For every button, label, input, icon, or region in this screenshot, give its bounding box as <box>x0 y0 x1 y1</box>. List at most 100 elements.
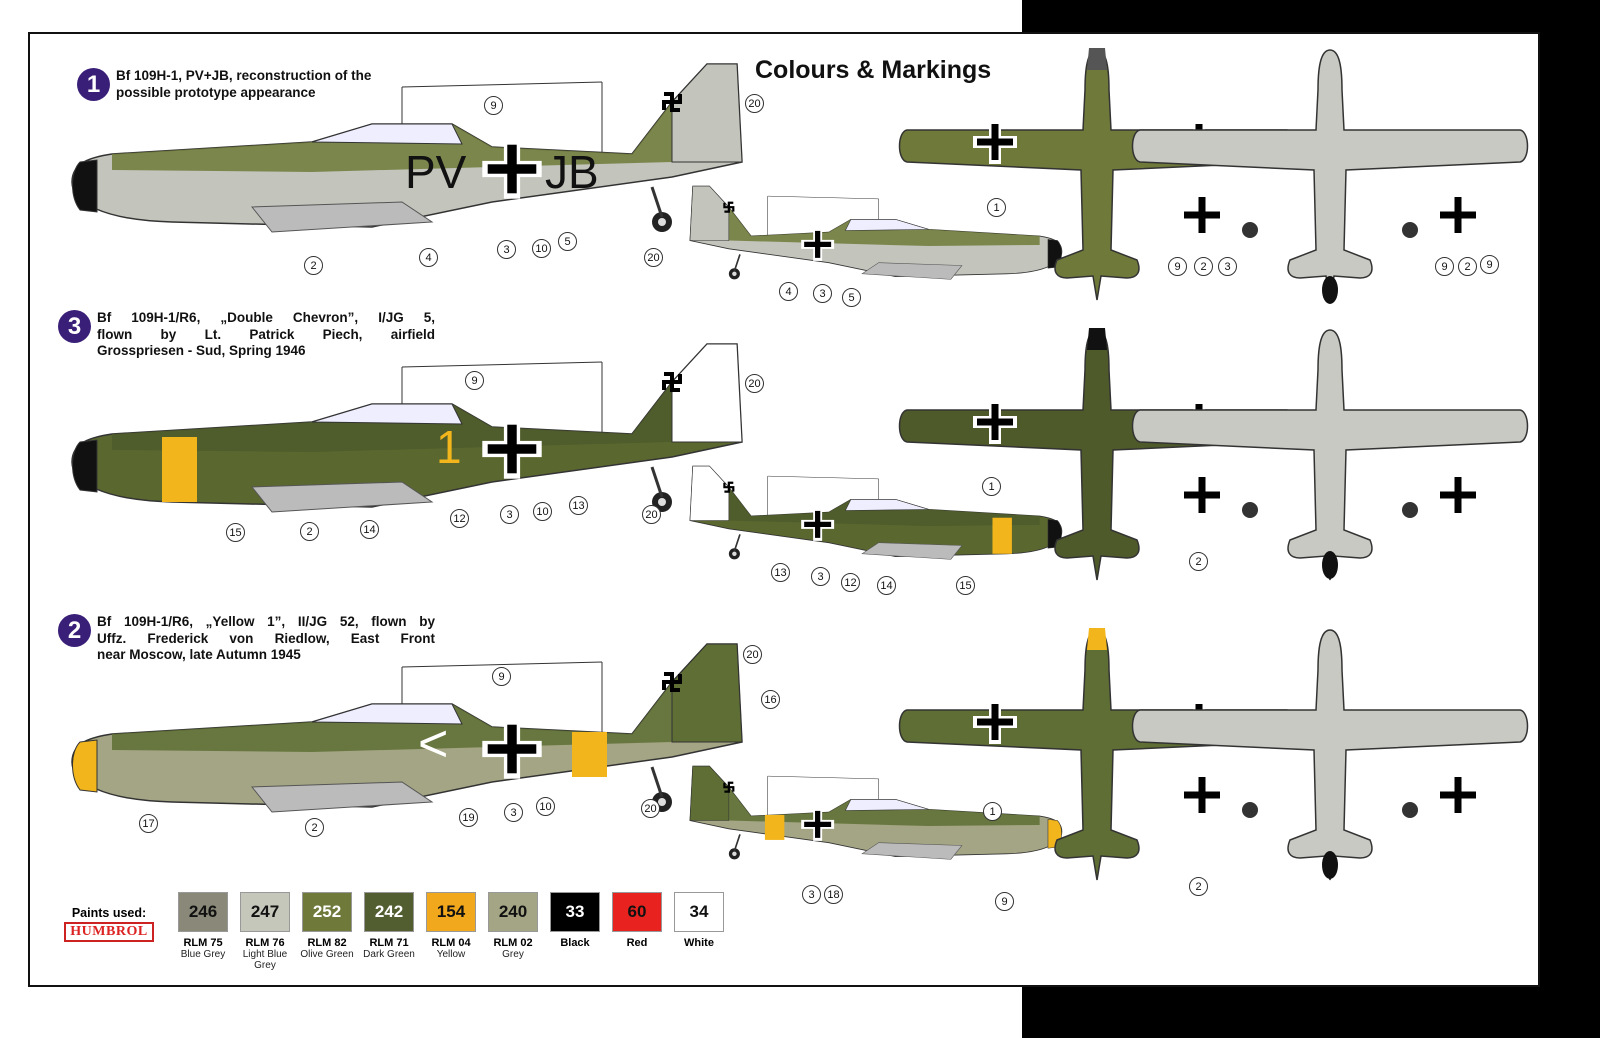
paint-name: Light Blue Grey <box>242 949 288 971</box>
paint-code: Red <box>626 937 648 949</box>
paint-swatch: 34 White <box>668 890 730 971</box>
callout-number: 3 <box>811 567 830 586</box>
callout-number: 15 <box>226 523 245 542</box>
callout-number: 14 <box>877 576 896 595</box>
callout-number: 3 <box>500 505 519 524</box>
callout-number: 15 <box>956 576 975 595</box>
fuselage-code: < <box>418 715 449 773</box>
paint-number: 60 <box>627 902 647 921</box>
callout-number: 3 <box>802 885 821 904</box>
paint-color-box: 242 <box>364 892 414 932</box>
callout-number: 2 <box>1458 257 1477 276</box>
paint-code: RLM 71 <box>369 937 409 949</box>
callout-number: 16 <box>761 690 780 709</box>
paint-swatch: 247 RLM 76 Light Blue Grey <box>234 890 296 971</box>
callout-number: 19 <box>459 808 478 827</box>
black-margin-top <box>1022 0 1600 32</box>
callout-number: 20 <box>642 505 661 524</box>
paint-number: 154 <box>436 902 466 921</box>
callout-number: 2 <box>1189 552 1208 571</box>
paint-code: Black <box>560 937 590 949</box>
top-view <box>898 48 1296 301</box>
callout-number: 1 <box>982 477 1001 496</box>
paint-code: RLM 82 <box>307 937 347 949</box>
paint-color-box: 60 <box>612 892 662 932</box>
side-view-right-small <box>689 465 1063 560</box>
bottom-view <box>1131 49 1529 304</box>
paint-name: Olive Green <box>300 949 354 960</box>
paint-number: 247 <box>250 902 280 921</box>
bottom-view <box>1131 629 1529 881</box>
callout-number: 20 <box>743 645 762 664</box>
scheme-number-badge: 2 <box>58 614 91 647</box>
scheme-title-line: Bf 109H-1/R6, „Double Chevron”, I/JG 5, <box>97 310 435 325</box>
scheme-heading: 3 Bf 109H-1/R6, „Double Chevron”, I/JG 5,… <box>58 310 435 360</box>
side-view-left <box>71 643 743 813</box>
callout-number: 18 <box>824 885 843 904</box>
paints-used-label: Paints used: <box>71 906 147 920</box>
paints-legend: Paints used: HUMBROL 246 RLM 75 Blue Gre… <box>50 890 730 971</box>
sheet-title: Colours & Markings <box>755 56 992 84</box>
callout-number: 13 <box>569 496 588 515</box>
callout-number: 9 <box>465 371 484 390</box>
callout-number: 2 <box>304 256 323 275</box>
callout-number: 2 <box>1189 877 1208 896</box>
paint-swatch: 240 RLM 02 Grey <box>482 890 544 971</box>
callout-number: 4 <box>419 248 438 267</box>
paint-number: 246 <box>188 902 218 921</box>
paint-color-box: 240 <box>488 892 538 932</box>
callout-number: 10 <box>532 239 551 258</box>
paint-swatch: 252 RLM 82 Olive Green <box>296 890 358 971</box>
callout-number: 13 <box>771 563 790 582</box>
paint-name: Grey <box>502 949 524 960</box>
paint-swatch: 60 Red <box>606 890 668 971</box>
callout-number: 12 <box>841 573 860 592</box>
paint-color-box: 34 <box>674 892 724 932</box>
scheme-title-line: Bf 109H-1, PV+JB, reconstruction of the <box>116 68 372 83</box>
callout-number: 9 <box>995 892 1014 911</box>
top-view <box>898 328 1296 581</box>
callout-number: 2 <box>305 818 324 837</box>
fuselage-code: JB <box>545 146 599 198</box>
paint-color-box: 154 <box>426 892 476 932</box>
black-margin-bottom <box>1022 987 1600 1038</box>
side-view-right-small <box>689 185 1063 280</box>
callout-number: 2 <box>1194 257 1213 276</box>
scheme-number-badge: 3 <box>58 310 91 343</box>
paint-swatch: 242 RLM 71 Dark Green <box>358 890 420 971</box>
callout-number: 20 <box>745 94 764 113</box>
paint-name: Yellow <box>436 949 466 960</box>
callout-number: 1 <box>987 198 1006 217</box>
callout-number: 10 <box>536 797 555 816</box>
paint-name: Blue Grey <box>180 949 226 960</box>
paint-number: 242 <box>374 902 404 921</box>
paint-code: RLM 76 <box>245 937 285 949</box>
paint-color-box: 246 <box>178 892 228 932</box>
humbrol-logo: HUMBROL <box>64 922 154 942</box>
callout-number: 14 <box>360 520 379 539</box>
paint-color-box: 247 <box>240 892 290 932</box>
callout-number: 1 <box>983 802 1002 821</box>
top-view <box>898 628 1296 881</box>
callout-number: 9 <box>484 96 503 115</box>
callout-number: 4 <box>779 282 798 301</box>
callout-number: 20 <box>644 248 663 267</box>
paint-number: 33 <box>565 902 585 921</box>
paint-name: Dark Green <box>363 949 415 960</box>
paint-swatch: 33 Black <box>544 890 606 971</box>
side-view-left <box>71 343 743 513</box>
callout-number: 20 <box>641 799 660 818</box>
callout-number: 5 <box>558 232 577 251</box>
paints-label-block: Paints used: HUMBROL <box>50 906 168 942</box>
paint-swatch: 246 RLM 75 Blue Grey <box>172 890 234 971</box>
scheme-title-line: Grosspriesen - Sud, Spring 1946 <box>97 343 306 358</box>
side-view-right-small <box>689 765 1063 860</box>
paint-swatch: 154 RLM 04 Yellow <box>420 890 482 971</box>
callout-number: 10 <box>533 502 552 521</box>
callout-number: 9 <box>1168 257 1187 276</box>
scheme-number-badge: 1 <box>77 68 110 101</box>
